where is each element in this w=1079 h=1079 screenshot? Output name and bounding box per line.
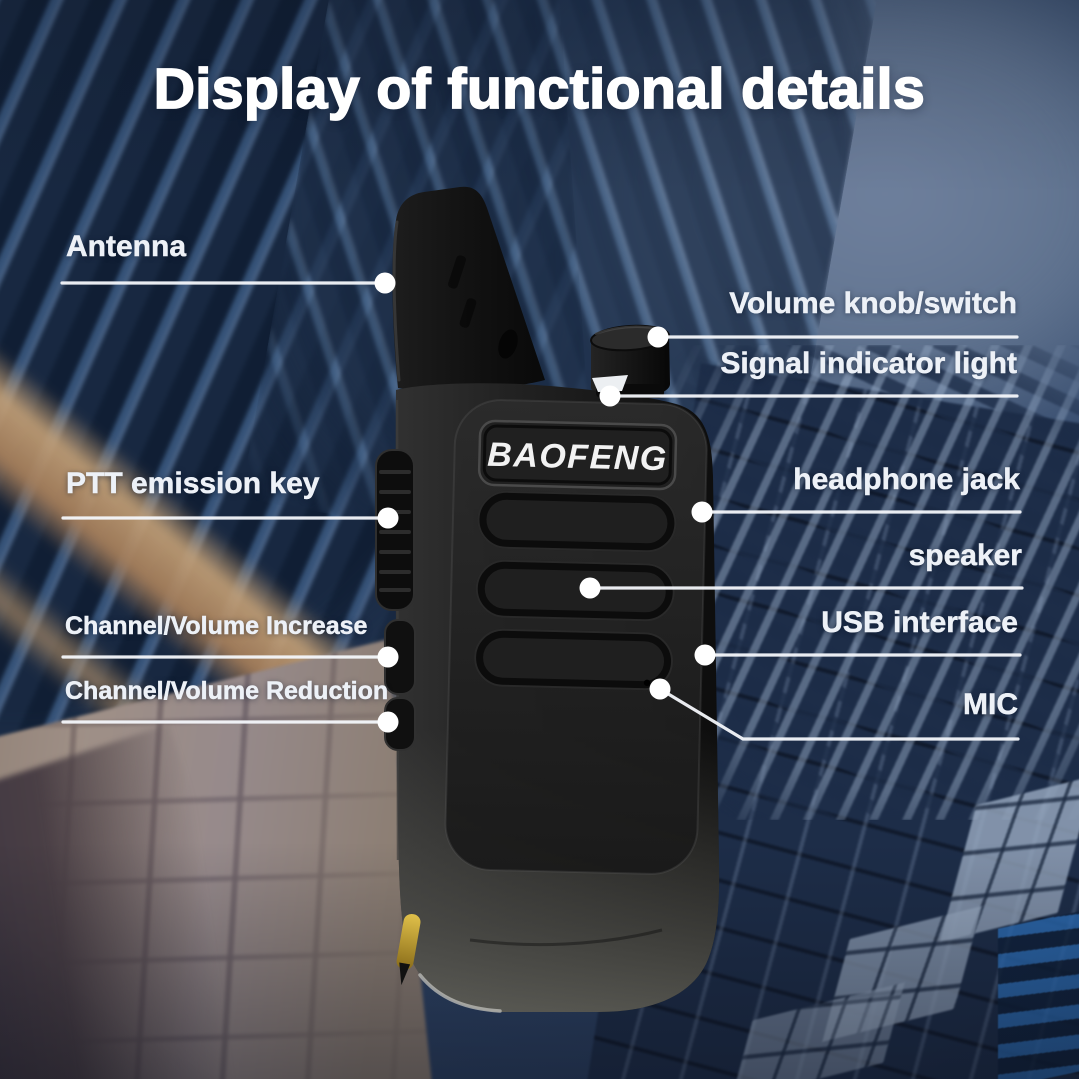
speaker-slot (475, 559, 675, 622)
mic-hole (643, 679, 651, 686)
label-antenna: Antenna (66, 230, 187, 264)
callout-dot-ptt (377, 507, 399, 529)
callout-dot-signal-light (599, 385, 621, 407)
label-ptt: PTT emission key (66, 467, 320, 501)
callout-dot-headphone-jack (691, 501, 713, 523)
callout-dot-speaker (579, 577, 601, 599)
callout-dot-volume-knob (647, 326, 669, 348)
label-signal-light: Signal indicator light (720, 347, 1017, 381)
callout-dot-channel-reduction (377, 711, 399, 733)
brand-logo: BAOFENG (487, 436, 668, 478)
speaker-slot (477, 490, 677, 553)
antenna-embossed-marks (448, 255, 477, 328)
callout-dot-antenna (374, 272, 396, 294)
label-headphone-jack: headphone jack (793, 463, 1020, 497)
window-dashes-right (668, 345, 1079, 821)
label-channel-increase: Channel/Volume Increase (65, 612, 368, 641)
speaker-grille (474, 490, 677, 691)
ptt-button (375, 449, 415, 611)
label-mic: MIC (963, 688, 1019, 722)
page-title: Display of functional details (153, 56, 926, 122)
callout-dot-channel-increase (377, 646, 399, 668)
callout-dot-usb (694, 644, 716, 666)
label-speaker: speaker (908, 539, 1022, 573)
lanyard-hole (498, 329, 518, 359)
label-volume-knob: Volume knob/switch (729, 287, 1017, 321)
label-usb: USB interface (821, 606, 1018, 640)
yellow-strap-slot (396, 913, 421, 986)
callout-line-mic (658, 687, 1020, 741)
label-channel-reduction: Channel/Volume Reduction (65, 677, 389, 706)
brand-plaque: BAOFENG (477, 419, 678, 491)
callout-dot-mic (649, 678, 671, 700)
speaker-slot (474, 628, 674, 691)
